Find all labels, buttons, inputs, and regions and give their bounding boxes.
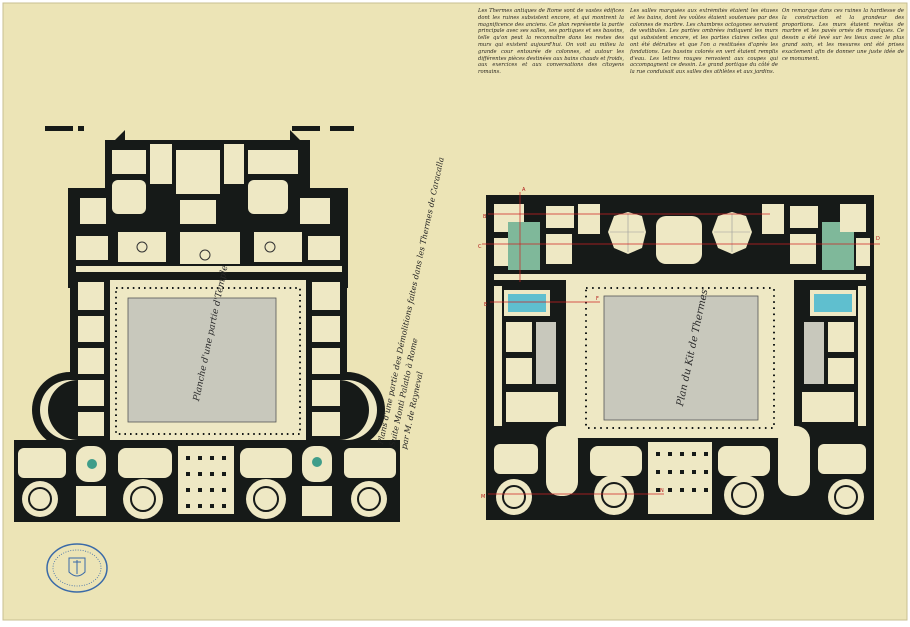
manuscript-column-1: Les Thermes antiques de Rome sont de vas… xyxy=(478,8,624,76)
left-plan xyxy=(14,126,400,522)
right-plan: A B C D E F M N xyxy=(478,187,880,520)
section-letter: A xyxy=(522,187,526,193)
manuscript-column-3: On remarque dans ces ruines la hardiesse… xyxy=(782,8,904,62)
section-letter: E xyxy=(484,302,487,308)
section-lines xyxy=(482,192,880,495)
section-letter: C xyxy=(478,244,482,250)
section-letter: D xyxy=(876,236,880,242)
manuscript-column-2: Les salles marquées aux extrémités étaie… xyxy=(630,8,778,76)
section-letter: N xyxy=(660,488,664,494)
section-letter: M xyxy=(481,494,485,500)
section-letter: B xyxy=(483,214,487,220)
section-letter: F xyxy=(596,296,599,302)
collection-stamp xyxy=(46,543,108,593)
